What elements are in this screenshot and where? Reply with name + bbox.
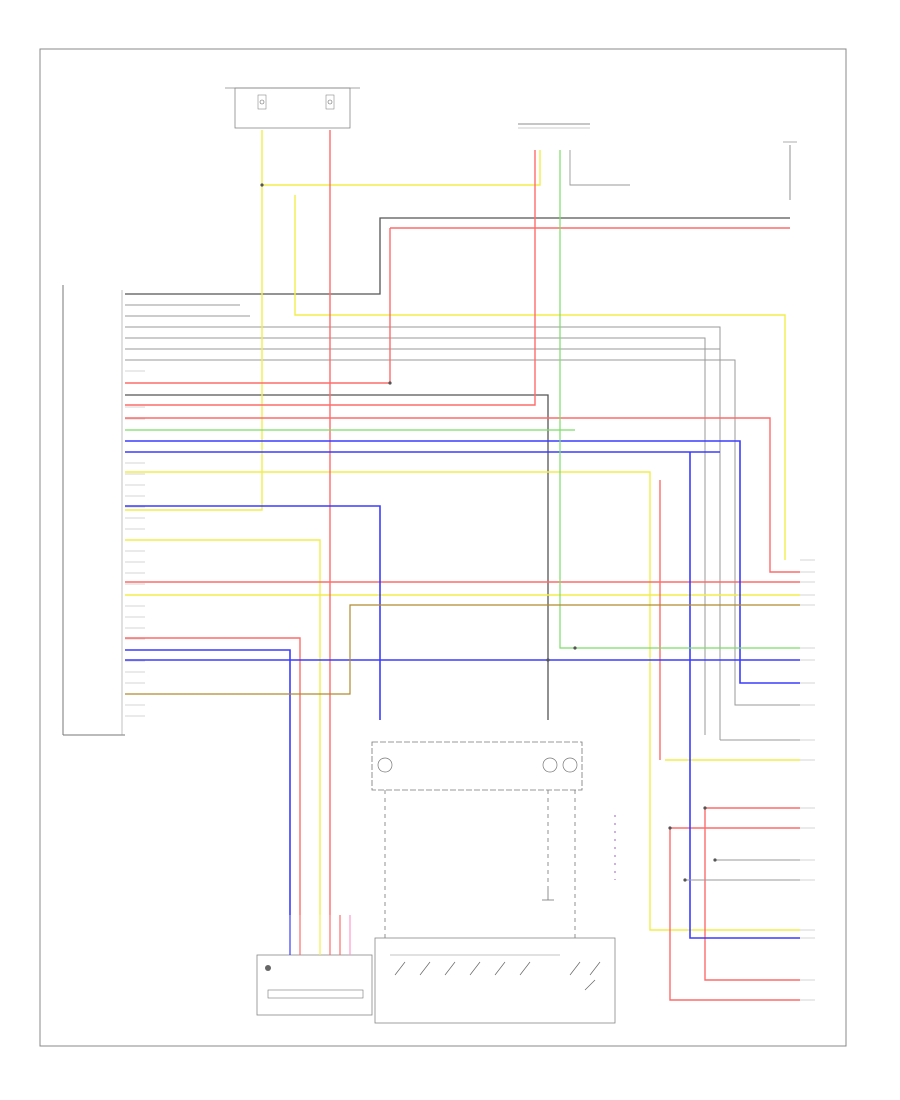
fuse-relay-box (225, 87, 360, 129)
audio-remote-control-switch (374, 937, 616, 1024)
antenna (783, 141, 797, 200)
junction-dots (260, 183, 717, 882)
wire-green (125, 150, 800, 649)
ground (542, 890, 554, 901)
wire-yellow (125, 130, 800, 931)
radio-unit (62, 285, 125, 736)
switch-panel-wires (289, 915, 351, 955)
switch-panel (256, 954, 373, 1016)
wire-gray-right (569, 150, 800, 881)
wire-blue (125, 440, 800, 939)
radio-pin-marks (125, 293, 145, 717)
wire-red (125, 130, 800, 1001)
wire-brown (125, 604, 800, 695)
dashed-links (384, 790, 576, 940)
wire-dark-top (125, 217, 790, 720)
cable-reel (371, 741, 583, 791)
steering-connector (518, 123, 590, 129)
diagram-frame (39, 48, 847, 1047)
wire-gray-top (125, 304, 800, 740)
right-terminal-marks (800, 559, 815, 1001)
